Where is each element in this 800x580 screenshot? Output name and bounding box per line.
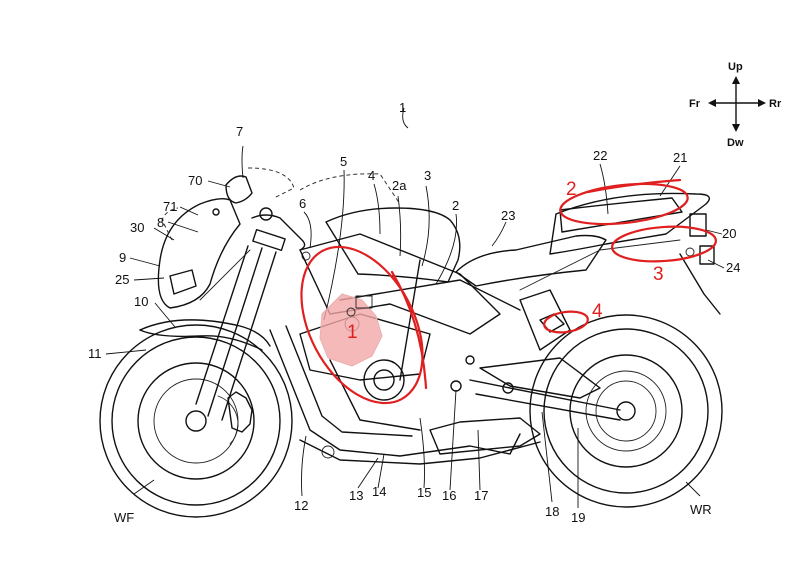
front-cowl <box>157 167 295 309</box>
annotation-stroke-2 <box>586 178 682 194</box>
ref-label-25: 25 <box>115 272 129 287</box>
ref-label-10: 10 <box>134 294 148 309</box>
annotation-ellipse-1 <box>300 245 424 405</box>
annotation-label-3: 3 <box>653 264 664 285</box>
compass-down: Dw <box>727 137 744 149</box>
ref-label-8: 8 <box>157 215 164 230</box>
annotation-label-1: 1 <box>347 322 358 343</box>
ref-label-wr: WR <box>690 502 712 517</box>
compass-front: Fr <box>689 98 701 110</box>
ref-label-70: 70 <box>188 173 202 188</box>
ref-label-12: 12 <box>294 498 308 513</box>
ref-label-19: 19 <box>571 510 585 525</box>
annotation-ellipse-4 <box>543 310 589 334</box>
annotation-ellipse-3 <box>611 225 717 263</box>
ref-label-71: 71 <box>163 199 177 214</box>
engine-exhaust-swingarm <box>269 289 621 465</box>
ref-label-3: 3 <box>424 168 431 183</box>
ref-label-21: 21 <box>673 150 687 165</box>
ref-label-13: 13 <box>349 488 363 503</box>
ref-label-18: 18 <box>545 504 559 519</box>
reference-labels: 1 7 70 71 8 30 9 25 10 11 6 5 4 2a 3 2 2… <box>88 100 740 525</box>
direction-compass: Up Dw Fr Rr <box>689 61 782 149</box>
rear-wheel <box>529 314 723 508</box>
ref-label-30: 30 <box>130 220 144 235</box>
ref-label-14: 14 <box>372 484 386 499</box>
annotation-label-4: 4 <box>592 301 603 322</box>
compass-up: Up <box>728 61 743 73</box>
ref-label-5: 5 <box>340 154 347 169</box>
ref-label-2a: 2a <box>392 178 407 193</box>
annotation-stroke-1 <box>390 270 428 390</box>
ref-label-4: 4 <box>368 168 375 183</box>
leader-lines <box>105 107 725 508</box>
ref-label-20: 20 <box>722 226 736 241</box>
ref-label-2: 2 <box>452 198 459 213</box>
ref-label-23: 23 <box>501 208 515 223</box>
front-fork-assembly <box>139 207 311 421</box>
red-annotations: 1 2 3 4 <box>300 178 717 405</box>
front-wheel <box>99 324 293 518</box>
ref-label-wf: WF <box>114 510 134 525</box>
ref-label-17: 17 <box>474 488 488 503</box>
seat-and-tail <box>455 192 721 315</box>
ref-label-9: 9 <box>119 250 126 265</box>
ref-label-22: 22 <box>593 148 607 163</box>
annotation-label-2: 2 <box>566 179 577 200</box>
ref-label-11: 11 <box>88 346 102 361</box>
ref-label-6: 6 <box>299 196 306 211</box>
ref-label-15: 15 <box>417 485 431 500</box>
compass-rear: Rr <box>769 98 782 110</box>
ref-label-16: 16 <box>442 488 456 503</box>
ref-label-7: 7 <box>236 124 243 139</box>
ref-label-24: 24 <box>726 260 740 275</box>
annotation-ellipse-2 <box>559 182 689 226</box>
ref-label-1: 1 <box>399 100 406 115</box>
highlight-region-1 <box>319 293 383 367</box>
